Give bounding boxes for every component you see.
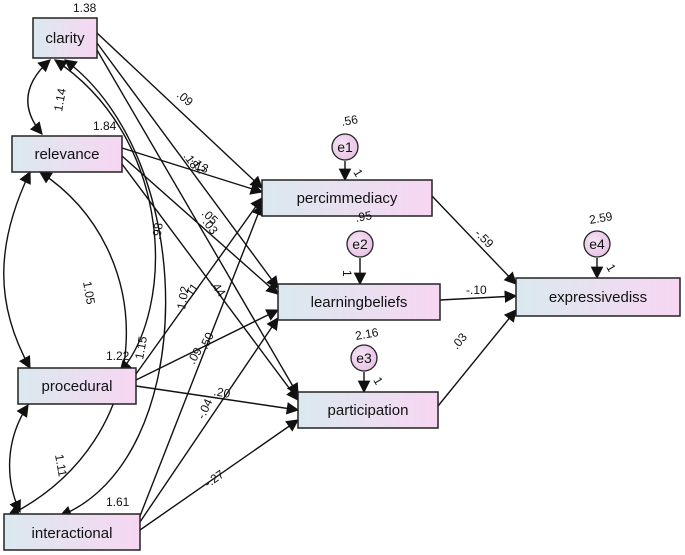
coef-procedural-participation: .20 — [212, 384, 231, 401]
box-expressivediss[interactable]: expressivediss — [515, 277, 681, 317]
coef-learningbeliefs-expressivediss: -.10 — [466, 283, 487, 297]
error-e3-variance: 2.16 — [354, 325, 380, 343]
path-participation-expressivediss — [437, 309, 517, 407]
regression-paths — [96, 32, 604, 531]
coef-interactional-participation-2: -.27 — [202, 467, 227, 491]
path-learningbeliefs-expressivediss — [439, 290, 518, 303]
cov-label-procedural-interactional: 1.11 — [52, 453, 70, 478]
box-participation[interactable]: participation — [297, 391, 439, 429]
error-e4[interactable]: e4 — [583, 230, 611, 258]
box-procedural-label: procedural — [42, 378, 113, 395]
box-interactional-label: interactional — [32, 525, 113, 542]
box-relevance[interactable]: relevance — [11, 135, 123, 173]
box-percimmediacy-label: percimmediacy — [297, 190, 398, 207]
path-clarity-percimmediacy — [96, 32, 263, 189]
cov-label-clarity-procedural: .98 — [149, 221, 166, 240]
error-e3-weight: 1 — [370, 375, 386, 388]
cov-label-clarity-interactional: 1.02 — [174, 285, 192, 311]
error-e1-variance: .56 — [340, 112, 359, 129]
cov-label-relevance-interactional: 1.15 — [132, 335, 150, 361]
box-clarity[interactable]: clarity — [32, 17, 98, 59]
coef-percimmediacy-expressivediss: -.59 — [472, 226, 497, 251]
error-e2-label: e2 — [352, 236, 368, 252]
error-e2-weight: 1 — [340, 270, 354, 277]
coef-interactional-percimmediacy: .50 — [197, 330, 217, 351]
box-relevance-label: relevance — [34, 146, 99, 163]
path-relevance-percimmediacy — [121, 147, 264, 195]
path-clarity-learningbeliefs — [96, 42, 279, 290]
coef-clarity-percimmediacy: .09 — [174, 88, 196, 110]
error-e4-weight: 1 — [603, 262, 619, 275]
cov-clarity-relevance — [27, 59, 51, 135]
box-learningbeliefs-label: learningbeliefs — [311, 294, 408, 311]
box-learningbeliefs[interactable]: learningbeliefs — [277, 283, 441, 321]
error-e1-label: e1 — [337, 139, 353, 155]
cov-label-clarity-relevance: 1.14 — [51, 87, 69, 113]
path-interactional-participation — [139, 419, 300, 531]
error-e4-variance: 2.59 — [588, 209, 614, 227]
box-interactional[interactable]: interactional — [3, 513, 141, 551]
path-procedural-percimmediacy — [135, 196, 263, 375]
error-e1[interactable]: e1 — [331, 133, 359, 161]
coef-participation-expressivediss: .03 — [449, 330, 471, 352]
cov-label-relevance-procedural: 1.05 — [80, 280, 98, 306]
error-e3[interactable]: e3 — [350, 344, 378, 372]
coef-relevance-percimmediacy: .13 — [190, 158, 211, 177]
error-e1-weight: 1 — [350, 167, 366, 180]
path-relevance-learningbeliefs — [121, 155, 279, 295]
box-participation-label: participation — [328, 402, 409, 419]
variance-interactional: 1.61 — [106, 495, 130, 509]
cov-clarity-procedural — [53, 59, 157, 373]
variance-clarity: 1.38 — [73, 1, 97, 15]
path-procedural-participation — [135, 385, 300, 415]
path-percimmediacy-expressivediss — [431, 195, 517, 285]
path-interactional-learningbeliefs — [139, 316, 279, 523]
path-relevance-participation — [121, 163, 299, 402]
box-clarity-label: clarity — [45, 30, 85, 47]
cov-procedural-interactional — [8, 403, 29, 514]
error-e3-label: e3 — [356, 350, 372, 366]
covariance-curves — [3, 59, 167, 518]
variance-relevance: 1.84 — [93, 119, 117, 133]
error-e2[interactable]: e2 — [346, 230, 374, 258]
error-e4-label: e4 — [589, 236, 605, 252]
coef-interactional-participation: -.04 — [194, 396, 216, 421]
cov-clarity-interactional — [58, 59, 167, 518]
variance-procedural: 1.22 — [106, 349, 130, 363]
cov-relevance-procedural — [3, 170, 31, 370]
path-interactional-percimmediacy — [139, 202, 264, 517]
error-e2-variance: .95 — [354, 208, 373, 225]
box-percimmediacy[interactable]: percimmediacy — [261, 179, 433, 217]
box-expressivediss-label: expressivediss — [549, 289, 647, 306]
box-procedural[interactable]: procedural — [17, 367, 137, 405]
